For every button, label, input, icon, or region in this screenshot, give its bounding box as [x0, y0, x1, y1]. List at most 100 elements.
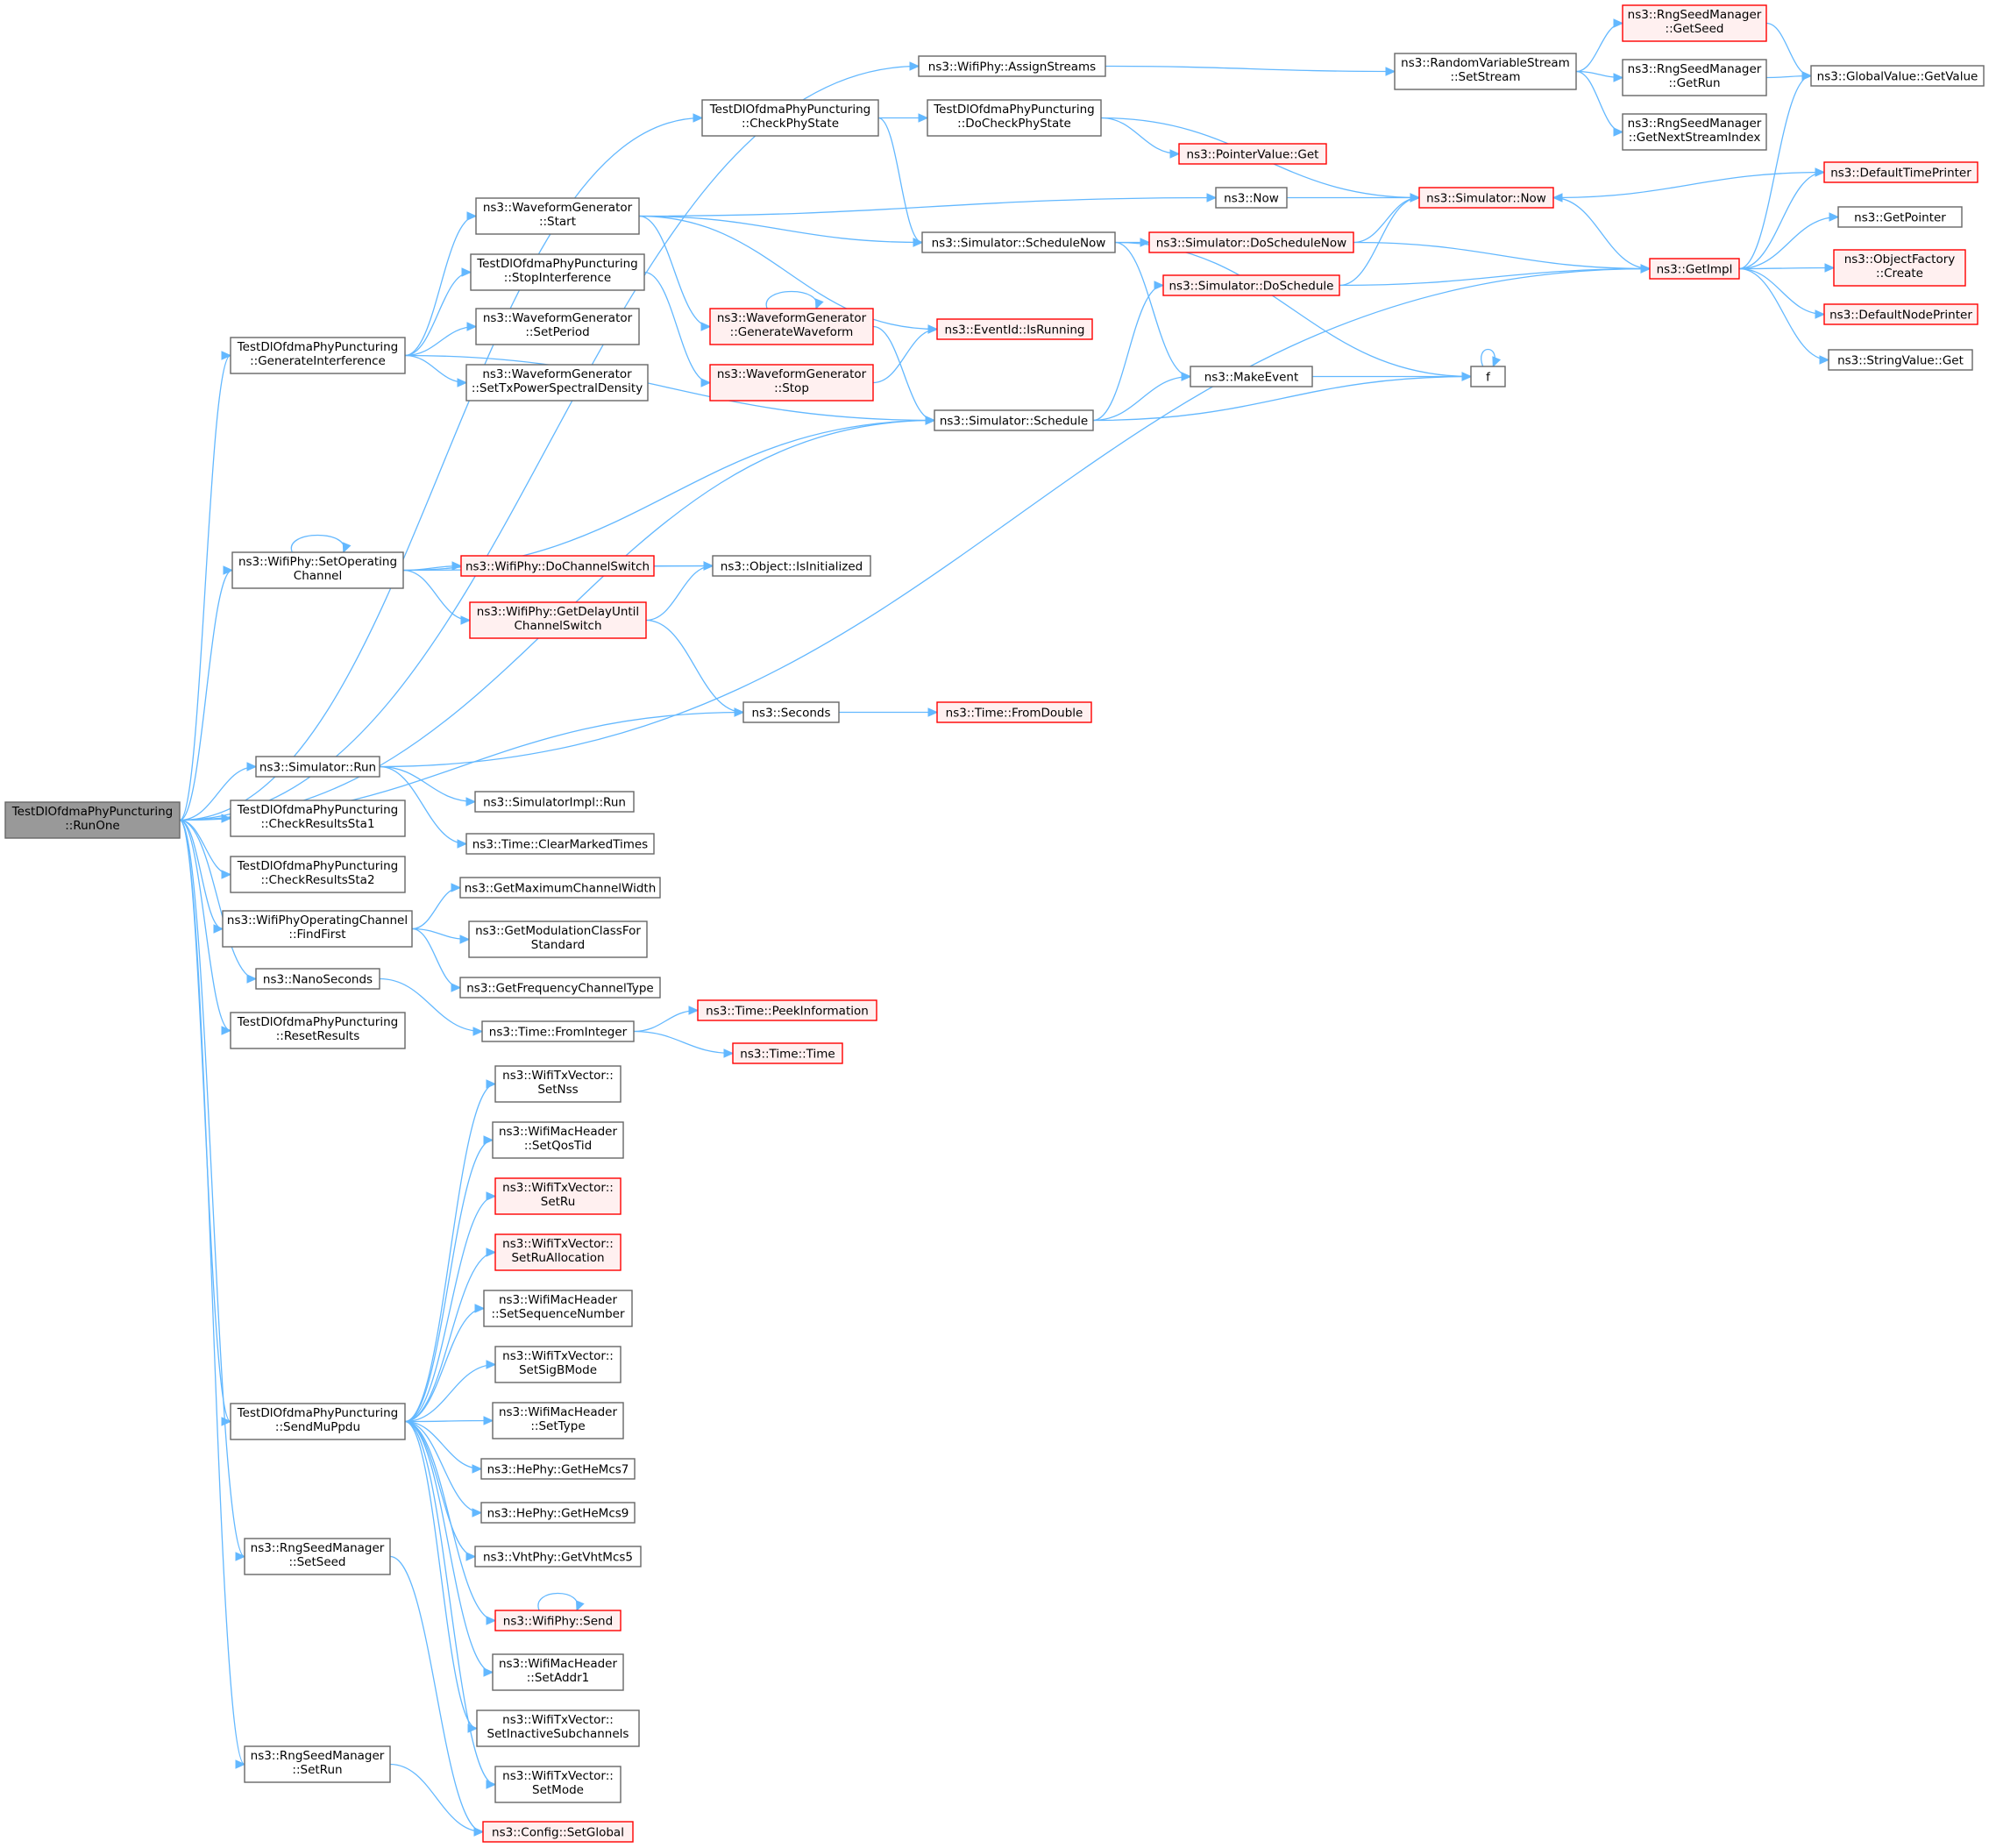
node-setru[interactable]: ns3::WifiTxVector::SetRu: [494, 1177, 622, 1215]
node-label: ::Create: [1876, 267, 1923, 281]
node-generatewaveform[interactable]: ns3::WaveformGenerator::GenerateWaveform: [709, 308, 874, 345]
node-simnow[interactable]: ns3::Simulator::Now: [1418, 187, 1554, 209]
node-rnggetseed[interactable]: ns3::RngSeedManager::GetSeed: [1622, 4, 1767, 42]
node-checksta1[interactable]: TestDlOfdmaPhyPuncturing::CheckResultsSt…: [230, 800, 406, 837]
edge-arrowhead: [235, 1759, 246, 1769]
node-label: ns3::Time::PeekInformation: [706, 1005, 869, 1019]
node-pointervalueget[interactable]: ns3::PointerValue::Get: [1178, 143, 1327, 165]
node-rngsetseed[interactable]: ns3::RngSeedManager::SetSeed: [244, 1538, 391, 1575]
node-setglobal[interactable]: ns3::Config::SetGlobal: [482, 1821, 634, 1843]
node-defaulttimeprinter[interactable]: ns3::DefaultTimePrinter: [1823, 161, 1978, 183]
node-label: ::Stop: [774, 381, 809, 395]
node-defaultnodeprinter[interactable]: ns3::DefaultNodePrinter: [1823, 303, 1978, 325]
node-doschedulenow[interactable]: ns3::Simulator::DoScheduleNow: [1148, 231, 1354, 253]
node-label: ns3::WifiPhy::DoChannelSwitch: [465, 560, 650, 574]
node-checksta2[interactable]: TestDlOfdmaPhyPuncturing::CheckResultsSt…: [230, 856, 406, 893]
node-setperiod[interactable]: ns3::WaveformGenerator::SetPeriod: [475, 308, 640, 345]
node-setinactive[interactable]: ns3::WifiTxVector::SetInactiveSubchannel…: [476, 1709, 640, 1747]
node-box: [1622, 4, 1767, 42]
node-setseqnum[interactable]: ns3::WifiMacHeader::SetSequenceNumber: [483, 1290, 633, 1327]
node-setaddr1[interactable]: ns3::WifiMacHeader::SetAddr1: [492, 1653, 624, 1691]
node-runone[interactable]: TestDlOfdmaPhyPuncturing::RunOne: [4, 801, 181, 839]
node-isinitialized[interactable]: ns3::Object::IsInitialized: [712, 555, 871, 577]
node-rnggetnext[interactable]: ns3::RngSeedManager::GetNextStreamIndex: [1622, 113, 1767, 151]
node-simimplrun[interactable]: ns3::SimulatorImpl::Run: [474, 791, 635, 813]
edge-simschedule-to-doschedule: [1092, 281, 1165, 422]
node-box: [1622, 113, 1767, 151]
node-box: [222, 910, 413, 948]
node-rngsetrun[interactable]: ns3::RngSeedManager::SetRun: [244, 1745, 391, 1783]
node-simrun[interactable]: ns3::Simulator::Run: [255, 756, 380, 778]
node-ns3now[interactable]: ns3::Now: [1215, 187, 1288, 209]
node-label: ::DoCheckPhyState: [957, 117, 1071, 131]
node-label: SetRu: [541, 1195, 576, 1209]
node-nanoseconds[interactable]: ns3::NanoSeconds: [255, 968, 380, 990]
node-findfirst[interactable]: ns3::WifiPhyOperatingChannel::FindFirst: [222, 910, 413, 948]
node-setsigbmode[interactable]: ns3::WifiTxVector::SetSigBMode: [494, 1346, 622, 1383]
node-fromdouble[interactable]: ns3::Time::FromDouble: [936, 701, 1092, 723]
edge-line: [379, 267, 1651, 768]
edge-setstream-to-rnggetnext: [1575, 70, 1624, 137]
node-setrualloc[interactable]: ns3::WifiTxVector::SetRuAllocation: [494, 1233, 622, 1271]
node-wgstart[interactable]: ns3::WaveformGenerator::Start: [475, 197, 640, 235]
node-settxpsd[interactable]: ns3::WaveformGenerator::SetTxPowerSpectr…: [465, 364, 649, 402]
edge-line: [179, 819, 231, 1032]
node-label: ns3::WifiMacHeader: [499, 1293, 618, 1307]
node-label: ns3::Simulator::Schedule: [940, 415, 1088, 429]
node-rnggetrun[interactable]: ns3::RngSeedManager::GetRun: [1622, 59, 1767, 96]
node-timetime[interactable]: ns3::Time::Time: [732, 1042, 843, 1064]
node-box: [465, 833, 655, 855]
edge-arrowhead: [221, 351, 232, 360]
edge-line: [1092, 375, 1472, 422]
node-getmaxchw[interactable]: ns3::GetMaximumChannelWidth: [459, 877, 661, 899]
node-getpointer[interactable]: ns3::GetPointer: [1837, 206, 1963, 228]
node-globalgetvalue[interactable]: ns3::GlobalValue::GetValue: [1810, 65, 1985, 87]
edge-arrowhead: [1829, 212, 1840, 222]
node-sendmuppdu[interactable]: TestDlOfdmaPhyPuncturing::SendMuPpdu: [230, 1403, 406, 1440]
node-hemcs9[interactable]: ns3::HePhy::GetHeMcs9: [480, 1502, 636, 1524]
edge-line: [404, 1083, 496, 1423]
node-wgstop[interactable]: ns3::WaveformGenerator::Stop: [709, 364, 874, 402]
node-stopinterference[interactable]: TestDlOfdmaPhyPuncturing::StopInterferen…: [470, 253, 645, 291]
node-dochannelswitch[interactable]: ns3::WifiPhy::DoChannelSwitch: [460, 555, 655, 577]
node-assignstreams[interactable]: ns3::WifiPhy::AssignStreams: [918, 55, 1106, 77]
edge-line: [404, 325, 477, 357]
node-simschedule[interactable]: ns3::Simulator::Schedule: [934, 409, 1094, 431]
node-setstream[interactable]: ns3::RandomVariableStream::SetStream: [1394, 53, 1577, 90]
node-stringvalueget[interactable]: ns3::StringValue::Get: [1828, 349, 1973, 371]
edge-line: [1105, 65, 1396, 73]
edge-line: [179, 819, 257, 980]
node-peekinfo[interactable]: ns3::Time::PeekInformation: [697, 999, 877, 1021]
node-clearmarked[interactable]: ns3::Time::ClearMarkedTimes: [465, 833, 655, 855]
node-schedulenow[interactable]: ns3::Simulator::ScheduleNow: [921, 231, 1116, 253]
edge-line: [179, 819, 245, 1558]
node-doschedule[interactable]: ns3::Simulator::DoSchedule: [1162, 274, 1340, 296]
node-isrunning[interactable]: ns3::EventId::IsRunning: [936, 318, 1093, 340]
node-objectfactorycreate[interactable]: ns3::ObjectFactory::Create: [1833, 249, 1966, 287]
node-checkphystate[interactable]: TestDlOfdmaPhyPuncturing::CheckPhyState: [701, 99, 879, 137]
node-setmode[interactable]: ns3::WifiTxVector::SetMode: [494, 1766, 622, 1803]
node-setnss[interactable]: ns3::WifiTxVector::SetNss: [494, 1065, 622, 1103]
edge-arrowhead: [1613, 73, 1624, 82]
node-generateinterference[interactable]: TestDlOfdmaPhyPuncturing::GenerateInterf…: [230, 337, 406, 374]
node-makeevent[interactable]: ns3::MakeEvent: [1190, 366, 1313, 387]
node-resetresults[interactable]: TestDlOfdmaPhyPuncturing::ResetResults: [230, 1012, 406, 1049]
node-settype[interactable]: ns3::WifiMacHeader::SetType: [492, 1402, 624, 1439]
node-f[interactable]: f: [1470, 366, 1506, 387]
node-getimpl[interactable]: ns3::GetImpl: [1649, 258, 1740, 280]
node-wifiphysend[interactable]: ns3::WifiPhy::Send: [494, 1610, 622, 1631]
node-docheckphystate[interactable]: TestDlOfdmaPhyPuncturing::DoCheckPhyStat…: [927, 99, 1102, 137]
edge-f-to-f: [1481, 348, 1502, 368]
node-hemcs7[interactable]: ns3::HePhy::GetHeMcs7: [480, 1458, 636, 1480]
node-frominteger[interactable]: ns3::Time::FromInteger: [481, 1020, 635, 1042]
node-vhtmcs5[interactable]: ns3::VhtPhy::GetVhtMcs5: [474, 1546, 642, 1567]
node-setqostid[interactable]: ns3::WifiMacHeader::SetQosTid: [492, 1121, 624, 1159]
node-getfreqtype[interactable]: ns3::GetFrequencyChannelType: [459, 977, 661, 999]
node-box: [255, 968, 380, 990]
node-label: ns3::RandomVariableStream: [1401, 56, 1570, 70]
node-seconds[interactable]: ns3::Seconds: [742, 701, 840, 723]
node-label: ns3::WaveformGenerator: [717, 367, 867, 381]
